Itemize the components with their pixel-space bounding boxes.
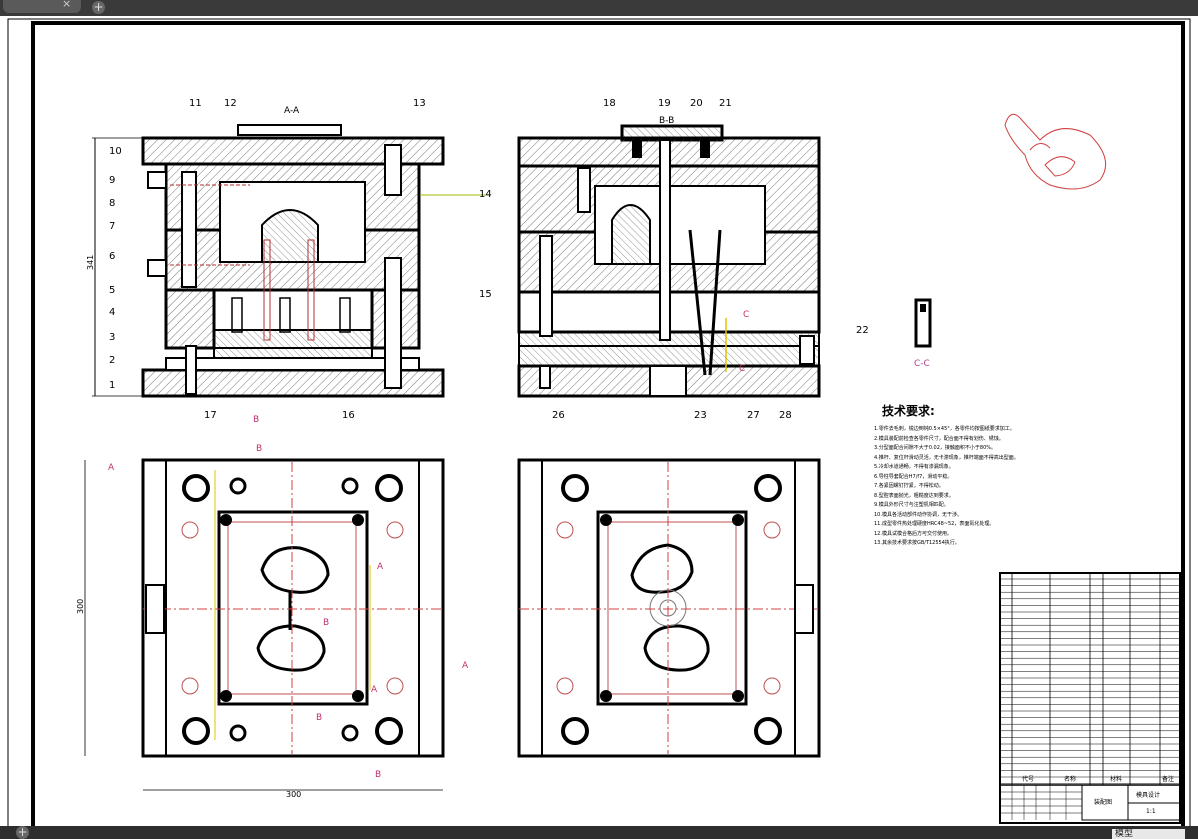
section-cc-title: C-C: [914, 359, 930, 369]
tech-requirement-line: 3.分型面配合间隙不大于0.02，接触面积不小于80%。: [874, 445, 997, 451]
bom-header-code: 代号: [1022, 776, 1035, 783]
tech-requirement-line: 2.模具装配前检查各零件尺寸，配合面不得有划伤、锈蚀。: [874, 435, 1004, 442]
cut-label: A: [377, 562, 384, 572]
tech-requirement-line: 12.模具试模合格后方可交付使用。: [874, 530, 952, 537]
bill-of-materials: [999, 572, 1181, 824]
part-number: 17: [204, 410, 217, 421]
part-number: 6: [109, 251, 116, 262]
bom-header-name: 名称: [1064, 776, 1077, 783]
width-dimension: 300: [286, 790, 301, 799]
part-number: 2: [109, 355, 116, 366]
tech-requirement-line: 13.其余技术要求按GB/T12554执行。: [874, 540, 960, 546]
tech-requirement-line: 11.成型零件热处理硬度HRC48~52，表面氮化处理。: [874, 521, 995, 527]
scale-label: 1:1: [1146, 808, 1156, 815]
close-tab-icon[interactable]: ×: [62, 0, 72, 10]
part-number: 5: [109, 285, 116, 296]
section-cc-detail: [914, 298, 932, 348]
tech-requirement-line: 7.各紧固螺钉拧紧，不得松动。: [874, 483, 944, 489]
new-tab-button[interactable]: +: [92, 0, 105, 14]
cut-label: A: [108, 463, 115, 473]
layout-tab-bar: +: [0, 826, 1198, 839]
top-plan-view-left: [141, 458, 445, 758]
cut-label: B: [253, 415, 260, 425]
tech-requirement-line: 4.推杆、复位杆滑动灵活，无卡滞现象，推杆端面不得高出型面。: [874, 454, 1019, 461]
cut-label: C: [743, 310, 750, 320]
cut-label: A: [371, 685, 378, 695]
part-number: 11: [189, 98, 202, 109]
add-layout-button[interactable]: +: [16, 825, 29, 839]
part-number: 20: [690, 98, 703, 109]
cut-label: B: [316, 713, 323, 723]
part-number: 4: [109, 307, 116, 318]
bom-header-note: 备注: [1162, 776, 1175, 783]
tech-requirement-line: 6.导柱导套配合H7/f7，滑动平稳。: [874, 473, 953, 480]
cut-label: C: [739, 364, 746, 374]
tech-requirement-line: 1.零件去毛刺，锐边倒钝0.5×45°，各零件均按图纸要求加工。: [874, 426, 1015, 432]
cut-label: A: [462, 661, 469, 671]
tech-requirement-line: 5.冷却水道通畅，不得有渗漏现象。: [874, 464, 954, 470]
part-number: 27: [747, 410, 760, 421]
tech-requirements-list: 1.零件去毛刺，锐边倒钝0.5×45°，各零件均按图纸要求加工。 2.模具装配前检…: [874, 425, 1174, 549]
school-name: 模具设计: [1136, 792, 1161, 799]
part-number: 7: [109, 221, 116, 232]
tech-requirement-line: 8.型腔表面抛光，粗糙度达到要求。: [874, 492, 954, 499]
front-section-view: [141, 124, 490, 398]
cut-label: B: [256, 444, 263, 454]
model-tab[interactable]: 模型: [1112, 829, 1185, 839]
section-aa-title: A-A: [284, 106, 300, 116]
part-number: 12: [224, 98, 237, 109]
tech-requirements: 技术要求: 1.零件去毛刺，锐边倒钝0.5×45°，各零件均按图纸要求加工。 2.…: [874, 402, 1174, 549]
part-number: 10: [109, 146, 122, 157]
drawing-name: 装配图: [1094, 799, 1113, 806]
part-number: 15: [479, 289, 492, 300]
part-number: 28: [779, 410, 792, 421]
height-dimension: 341: [86, 255, 95, 270]
part-number: 21: [719, 98, 732, 109]
part-number: 23: [694, 410, 707, 421]
part-isometric-sketch: [1004, 113, 1107, 190]
top-plan-view-right: [517, 458, 821, 758]
part-number: 19: [658, 98, 671, 109]
part-number: 9: [109, 175, 116, 186]
part-number: 16: [342, 410, 355, 421]
part-number: 1: [109, 380, 116, 391]
part-number: 18: [603, 98, 616, 109]
document-tab[interactable]: ×: [3, 0, 81, 13]
part-number: 3: [109, 332, 116, 343]
side-section-view: [517, 124, 821, 398]
part-number: 8: [109, 198, 116, 209]
part-number: 14: [479, 189, 492, 200]
part-number: 22: [856, 325, 869, 336]
cut-label: B: [375, 770, 382, 780]
cut-label: B: [323, 618, 330, 628]
section-bb-title: B-B: [659, 116, 675, 126]
tech-requirements-title: 技术要求:: [882, 404, 935, 418]
tab-bar: × +: [0, 0, 1198, 16]
tech-requirement-line: 9.模具外形尺寸与注塑机相匹配。: [874, 502, 949, 508]
depth-dimension: 300: [76, 599, 85, 614]
bom-header-material: 材料: [1110, 776, 1123, 783]
tech-requirement-line: 10.模具各活动部件动作协调，无干涉。: [874, 511, 962, 518]
part-number: 26: [552, 410, 565, 421]
part-number: 13: [413, 98, 426, 109]
